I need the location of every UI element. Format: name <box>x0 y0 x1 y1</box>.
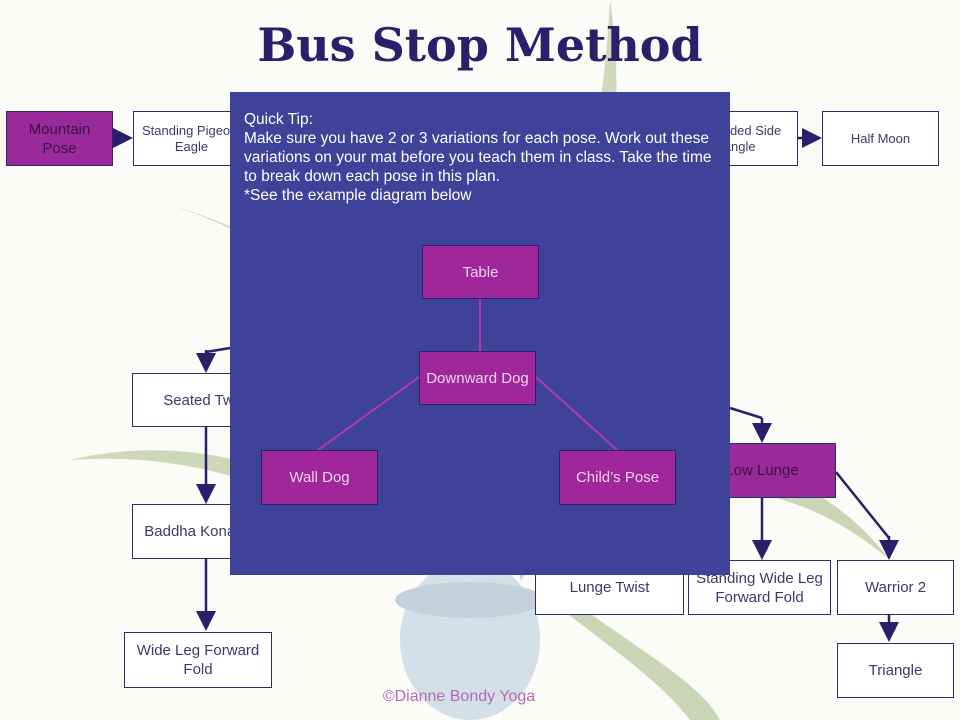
node-label: Half Moon <box>850 130 911 146</box>
example-node-wall-dog: Wall Dog <box>261 450 378 505</box>
example-node-label: Table <box>462 263 499 281</box>
example-node-label: Wall Dog <box>289 469 350 486</box>
node-wide-leg-forward-fold: Wide Leg Forward Fold <box>124 632 272 688</box>
example-node-label: Downward Dog <box>426 369 529 387</box>
node-half-moon: Half Moon <box>822 111 939 166</box>
example-node-downward-dog: Downward Dog <box>419 351 536 405</box>
node-label: Low Lunge <box>725 462 799 479</box>
example-node-table: Table <box>422 245 539 299</box>
quick-tip-panel: Quick Tip: Make sure you have 2 or 3 var… <box>230 92 730 575</box>
node-warrior-2: Warrior 2 <box>837 560 954 615</box>
footer-credit: ©Dianne Bondy Yoga <box>382 688 536 705</box>
node-label: Standing Pigeon/ Eagle <box>141 122 242 154</box>
example-diagram-lines <box>317 299 618 451</box>
quick-tip-body: Make sure you have 2 or 3 variations for… <box>244 130 712 185</box>
quick-tip-note: *See the example diagram below <box>244 187 472 204</box>
node-label: Lunge Twist <box>569 579 650 596</box>
page-title: Bus Stop Method <box>257 18 703 72</box>
example-node-childs-pose: Child’s Pose <box>559 450 676 505</box>
quick-tip-text: Quick Tip: Make sure you have 2 or 3 var… <box>244 110 720 205</box>
node-label: Wide Leg Forward Fold <box>136 642 260 678</box>
node-triangle: Triangle <box>837 643 954 698</box>
node-mountain-pose: Mountain Pose <box>6 111 113 166</box>
example-node-label: Child’s Pose <box>575 469 660 486</box>
quick-tip-heading: Quick Tip: <box>244 111 313 128</box>
node-label: Mountain Pose <box>28 120 91 157</box>
node-label: Warrior 2 <box>864 579 927 596</box>
node-label: Triangle <box>868 662 923 679</box>
node-label: Seated Twist <box>163 391 249 409</box>
